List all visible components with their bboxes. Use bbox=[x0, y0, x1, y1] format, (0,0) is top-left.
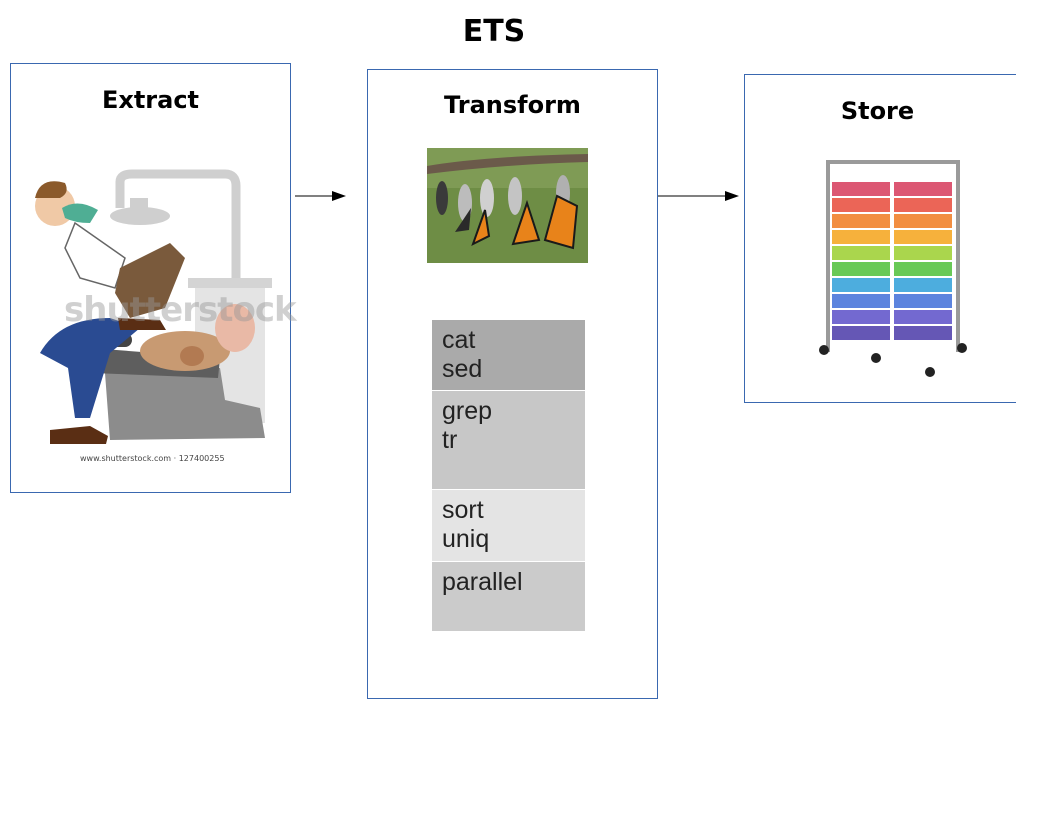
dentist-cartoon-picture bbox=[35, 169, 272, 444]
shutterstock-watermark: shutterstock bbox=[64, 290, 297, 330]
command-name: grep bbox=[442, 397, 493, 425]
diagram-title: ETS bbox=[462, 14, 526, 49]
command-block: parallel bbox=[432, 562, 585, 632]
command-name: parallel bbox=[442, 568, 523, 596]
image-credit: www.shutterstock.com · 127400255 bbox=[80, 454, 225, 463]
arrow-transform-to-store bbox=[658, 191, 739, 201]
command-name: cat bbox=[442, 326, 476, 354]
command-name: sed bbox=[442, 355, 483, 383]
extract-title: Extract bbox=[101, 86, 200, 114]
drawer-cart-photo bbox=[819, 160, 967, 377]
command-name: sort bbox=[442, 496, 484, 524]
store-title: Store bbox=[840, 97, 915, 125]
butterflies-photo bbox=[427, 148, 588, 263]
command-name: tr bbox=[442, 426, 458, 454]
command-name: uniq bbox=[442, 525, 490, 553]
transform-title: Transform bbox=[444, 91, 581, 119]
arrow-extract-to-transform bbox=[295, 191, 346, 201]
